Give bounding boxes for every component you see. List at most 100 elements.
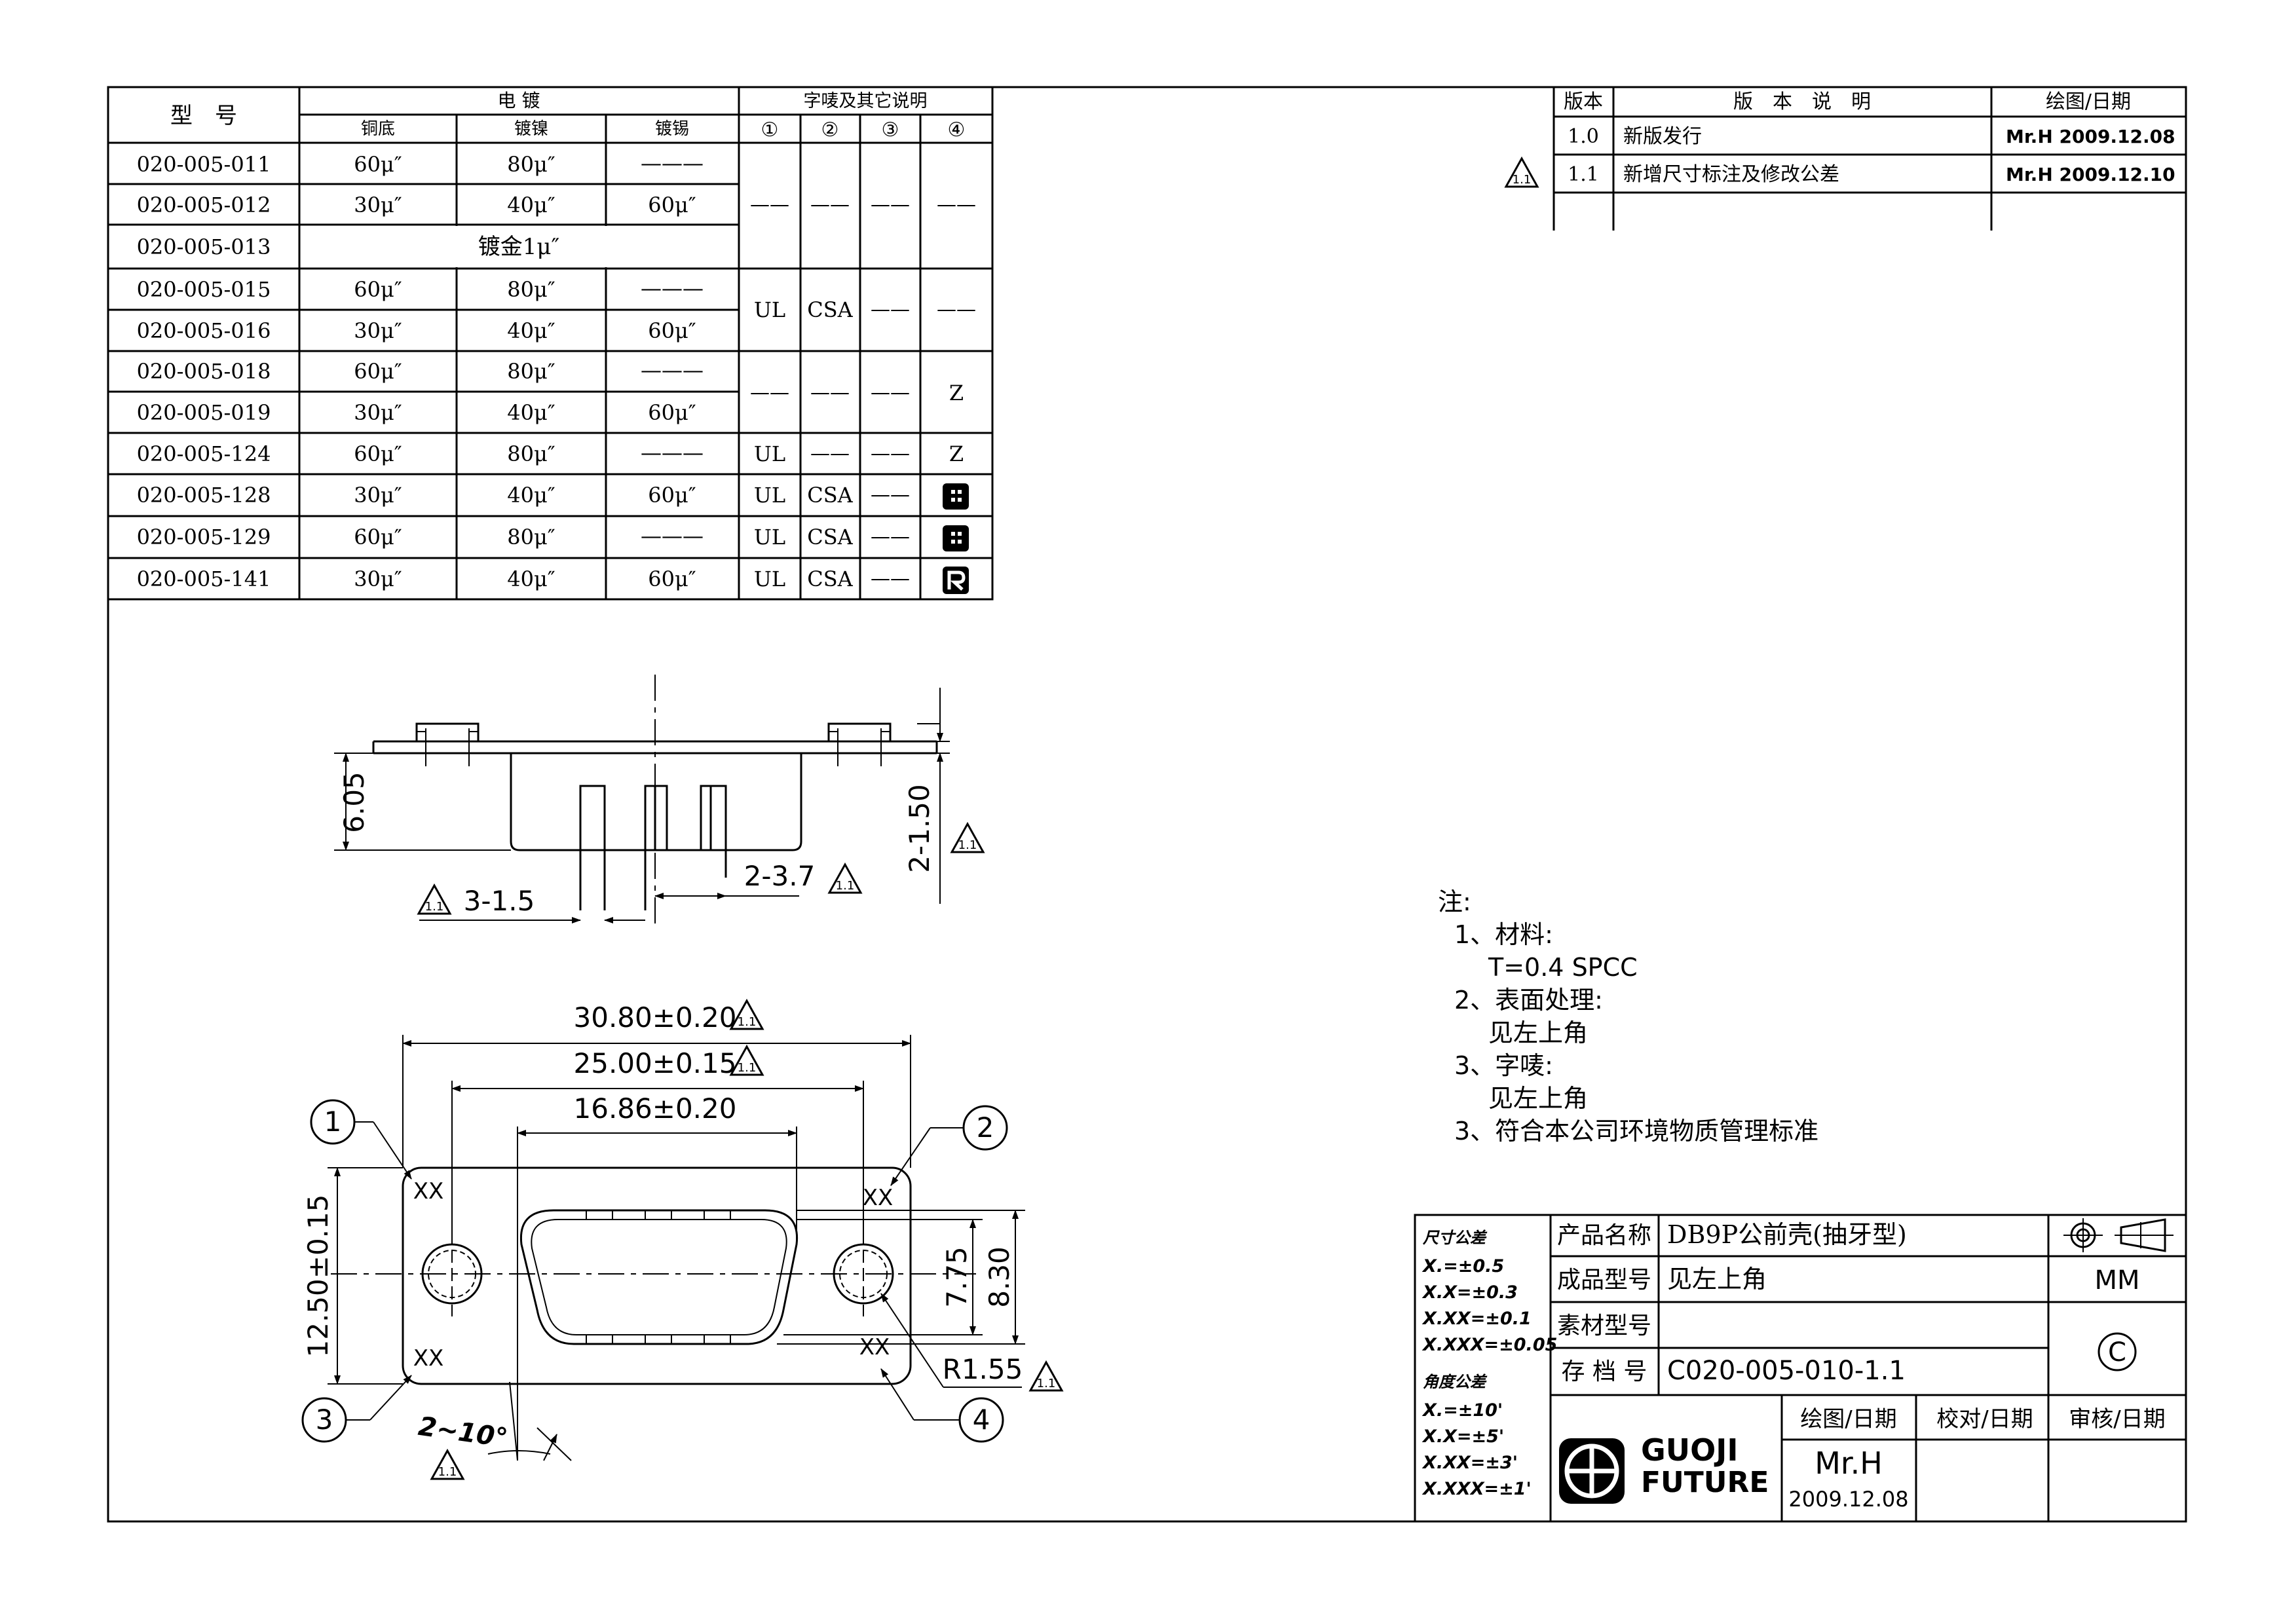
revision-flag-icon: 1.1	[729, 998, 764, 1030]
finished-model: 见左上角	[1667, 1265, 1767, 1294]
cu-cell: 30μ″	[354, 400, 402, 425]
svg-text:1.1: 1.1	[425, 900, 444, 914]
dim-hole-pitch: 25.00±0.15	[574, 1047, 737, 1079]
header-plating: 电 镀	[498, 90, 540, 111]
dim-inner-height: 7.75	[941, 1246, 973, 1308]
model-cell: 020-005-019	[137, 400, 271, 425]
note-line: 3、字唛:	[1454, 1051, 1553, 1080]
sn-cell: ———	[641, 151, 704, 176]
dim-draft-angle: 2~10°	[417, 1411, 510, 1454]
mark-position: XX	[413, 1178, 444, 1204]
svg-text:1.1: 1.1	[836, 879, 855, 893]
cu-cell: 30μ″	[354, 193, 402, 217]
sn-cell: ———	[641, 440, 704, 465]
svg-text:1.1: 1.1	[958, 838, 977, 852]
note-line: 见左上角	[1488, 1018, 1588, 1047]
mark-position: XX	[413, 1345, 444, 1371]
svg-text:1.1: 1.1	[1513, 173, 1532, 187]
model-cell: 020-005-011	[137, 152, 271, 177]
cu-cell: 30μ″	[354, 483, 402, 508]
balloon-label: 4	[973, 1404, 990, 1436]
header-sn: 镀锡	[655, 119, 689, 139]
ni-cell: 40μ″	[507, 193, 555, 217]
mark-dash: ——	[871, 442, 910, 465]
sn-cell: 60μ″	[648, 567, 696, 591]
header-mark-2: ②	[821, 119, 839, 141]
mark-csa: CSA	[807, 297, 853, 322]
sn-cell: ———	[641, 523, 704, 548]
company-logo-icon	[1559, 1438, 1625, 1504]
ang-line: X.=±10'	[1421, 1400, 1503, 1421]
ni-cell: 80μ″	[507, 277, 555, 302]
sn-cell: ———	[641, 358, 704, 382]
model-cell: 020-005-128	[137, 483, 271, 508]
revision-table	[1553, 87, 2186, 231]
model-cell: 020-005-129	[137, 525, 271, 550]
mark-csa: CSA	[807, 483, 853, 508]
dim-flange-thickness: 2-1.50	[903, 784, 935, 872]
rev-ver: 1.0	[1568, 125, 1599, 148]
mark-dash: ——	[871, 525, 910, 548]
front-view	[301, 1035, 1025, 1461]
balloon-label: 2	[977, 1111, 994, 1144]
ang-line: X.XX=±3'	[1421, 1453, 1518, 1473]
rev-desc: 新版发行	[1623, 125, 1702, 148]
svg-text:1.1: 1.1	[438, 1465, 457, 1479]
front-view-dims: 30.80±0.20 25.00±0.15 16.86±0.20 12.50±0…	[302, 1001, 1023, 1453]
header-marking: 字唛及其它说明	[804, 91, 928, 111]
model-cell: 020-005-018	[137, 359, 271, 384]
archive-number: C020-005-010-1.1	[1667, 1356, 1906, 1386]
ang-title: 角度公差	[1423, 1373, 1488, 1391]
revision-flag-icon: 1.1	[827, 862, 863, 894]
mark-dash: ——	[810, 381, 850, 404]
header-cu: 铜底	[361, 119, 395, 139]
tol-line: X.X=±0.3	[1421, 1282, 1518, 1303]
mark-dash: ——	[871, 381, 910, 404]
mark-dash: ——	[871, 193, 910, 216]
tol-line: X.XX=±0.1	[1421, 1309, 1532, 1329]
ni-cell: 40μ″	[507, 567, 555, 591]
projection-symbol-icon	[2063, 1218, 2174, 1252]
mark-dash: ——	[750, 193, 789, 216]
sheet-border	[107, 86, 2187, 1523]
revision-flag-icon: 1.1	[430, 1448, 465, 1480]
tol-line: X.=±0.5	[1421, 1256, 1504, 1276]
svg-text:1.1: 1.1	[1037, 1377, 1056, 1390]
mark-dash: ——	[810, 193, 850, 216]
dim-outer-height: 8.30	[983, 1246, 1015, 1308]
cert-symbol-icon	[943, 483, 969, 510]
header-model: 型 号	[170, 103, 237, 129]
unit: MM	[2094, 1265, 2139, 1295]
cu-cell: 30μ″	[354, 318, 402, 343]
cu-cell: 60μ″	[354, 277, 402, 302]
cu-cell: 60μ″	[354, 359, 402, 384]
ni-cell: 80μ″	[507, 152, 555, 177]
dim-pitch-right: 2-3.7	[744, 860, 816, 892]
mark-dash: ——	[937, 193, 976, 216]
balloon-label: 1	[324, 1106, 342, 1138]
mark-position: XX	[859, 1334, 890, 1360]
rev-header-date: 绘图/日期	[2046, 90, 2131, 113]
logo-line-2: FUTURE	[1641, 1466, 1769, 1499]
notes-title: 注:	[1438, 887, 1471, 916]
ang-line: X.XXX=±1'	[1421, 1479, 1532, 1499]
copyright-icon	[2098, 1332, 2137, 1371]
mark-csa: CSA	[807, 525, 853, 550]
dim-height: 6.05	[338, 772, 370, 833]
balloon-label: 3	[316, 1404, 333, 1436]
model-cell: 020-005-016	[137, 318, 271, 343]
revision-flag-icon: 1.1	[417, 883, 452, 915]
rev-desc: 新增尺寸标注及修改公差	[1623, 163, 1839, 186]
rev-header-desc: 版 本 说 明	[1733, 90, 1871, 113]
cu-cell: 60μ″	[354, 441, 402, 466]
mark-dash: ——	[810, 442, 850, 465]
header-mark-1: ①	[761, 119, 779, 141]
ni-cell: 80μ″	[507, 441, 555, 466]
dim-radius: R1.55	[943, 1353, 1023, 1385]
cu-cell: 60μ″	[354, 525, 402, 550]
model-cell: 020-005-141	[137, 567, 271, 591]
dim-overall-width: 30.80±0.20	[574, 1001, 737, 1034]
finished-model-label: 成品型号	[1557, 1267, 1651, 1294]
mark-csa: CSA	[807, 567, 853, 591]
